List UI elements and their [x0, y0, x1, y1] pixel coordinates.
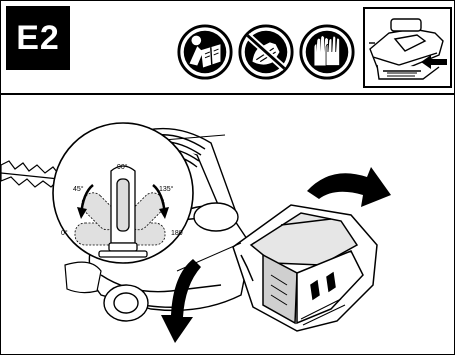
- read-manual-icon: [176, 23, 234, 81]
- angle-0-label: 0°: [61, 229, 68, 237]
- page-header: E2: [1, 1, 454, 95]
- trimmer-drawing: 90° 45° 135° 0° 180: [1, 95, 454, 354]
- angle-90-label: 90°: [117, 163, 128, 171]
- angle-135-label: 135°: [159, 185, 174, 193]
- no-touch-hand-icon: [237, 23, 295, 81]
- wear-gloves-icon: [298, 23, 356, 81]
- battery-insertion-thumbnail: [363, 7, 452, 88]
- step-badge: E2: [6, 6, 70, 70]
- rotate-arrow-top: [307, 167, 391, 207]
- angle-45-label: 45°: [73, 185, 84, 193]
- hedge-trimmer-illustration: 90° 45° 135° 0° 180: [1, 95, 454, 354]
- angle-180-label: 180: [171, 230, 183, 237]
- lower-grip: [65, 262, 101, 293]
- rear-handle-battery: [233, 205, 377, 331]
- blade: [1, 161, 61, 187]
